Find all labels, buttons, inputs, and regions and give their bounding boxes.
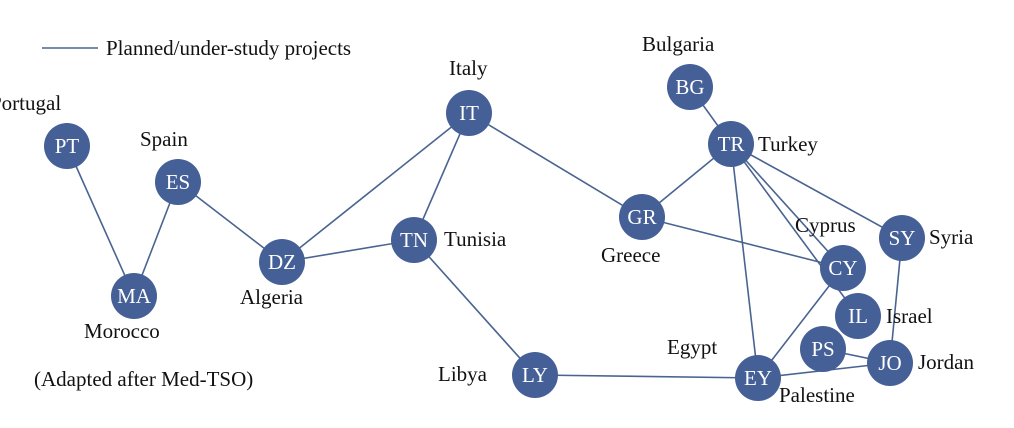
node-ly: LY bbox=[512, 352, 558, 398]
node-name-tn: Tunisia bbox=[444, 227, 507, 251]
node-code: BG bbox=[675, 75, 704, 99]
node-tr: TR bbox=[708, 121, 754, 167]
node-ps: PS bbox=[800, 326, 846, 372]
node-name-il: Israel bbox=[886, 304, 933, 328]
node-code: CY bbox=[828, 256, 857, 280]
node-sy: SY bbox=[879, 215, 925, 261]
node-name-ps: Palestine bbox=[779, 383, 855, 407]
edge-tr-sy bbox=[730, 143, 903, 239]
node-code: IT bbox=[459, 101, 479, 125]
edge-it-gr bbox=[468, 112, 643, 218]
node-name-cy: Cyprus bbox=[795, 213, 856, 237]
node-circle bbox=[820, 245, 866, 291]
node-code: TN bbox=[400, 228, 428, 252]
node-circle bbox=[446, 90, 492, 136]
node-circle bbox=[512, 352, 558, 398]
node-name-ma: Morocco bbox=[84, 319, 160, 343]
node-circle bbox=[259, 239, 305, 285]
node-code: PT bbox=[55, 134, 80, 158]
node-circle bbox=[391, 217, 437, 263]
node-code: EY bbox=[744, 366, 772, 390]
node-code: JO bbox=[878, 351, 901, 375]
node-code: TR bbox=[718, 132, 745, 156]
node-pt: PT bbox=[44, 123, 90, 169]
node-circle bbox=[619, 194, 665, 240]
edge-pt-ma bbox=[66, 145, 135, 297]
node-name-ly: Libya bbox=[438, 362, 488, 386]
node-it: IT bbox=[446, 90, 492, 136]
edge-tr-cy bbox=[730, 143, 844, 269]
node-code: DZ bbox=[268, 250, 296, 274]
edge-tr-ey bbox=[730, 143, 759, 379]
node-circle bbox=[735, 355, 781, 401]
node-name-sy: Syria bbox=[929, 225, 974, 249]
node-circle bbox=[44, 123, 90, 169]
node-circle bbox=[879, 215, 925, 261]
node-name-jo: Jordan bbox=[918, 350, 974, 374]
node-circle bbox=[111, 273, 157, 319]
node-circle bbox=[155, 159, 201, 205]
node-circle bbox=[867, 340, 913, 386]
node-name-ey: Egypt bbox=[667, 335, 717, 359]
node-dz: DZ bbox=[259, 239, 305, 285]
node-circle bbox=[708, 121, 754, 167]
node-ma: MA bbox=[111, 273, 157, 319]
node-code: ES bbox=[166, 170, 191, 194]
node-name-it: Italy bbox=[449, 56, 488, 80]
node-es: ES bbox=[155, 159, 201, 205]
node-name-dz: Algeria bbox=[240, 285, 304, 309]
node-name-pt: Portugal bbox=[0, 91, 61, 115]
node-name-bg: Bulgaria bbox=[642, 32, 715, 56]
labels-layer: PortugalSpainMorocco Algeria ItalyTunisiaL… bbox=[0, 32, 974, 407]
node-gr: GR bbox=[619, 194, 665, 240]
node-code: PS bbox=[811, 337, 834, 361]
node-bg: BG bbox=[667, 64, 713, 110]
node-circle bbox=[667, 64, 713, 110]
nodes-layer: PT ES MA DZ IT TN LY GR BG TR SY CY IL PS JO EY bbox=[44, 64, 925, 401]
node-tn: TN bbox=[391, 217, 437, 263]
node-name-es: Spain bbox=[140, 127, 188, 151]
node-name-tr: Turkey bbox=[758, 132, 818, 156]
edge-dz-it bbox=[281, 112, 470, 263]
node-name-gr: Greece bbox=[601, 243, 660, 267]
node-code: LY bbox=[522, 363, 548, 387]
node-code: MA bbox=[117, 284, 152, 308]
edge-it-tn bbox=[413, 112, 470, 241]
node-jo: JO bbox=[867, 340, 913, 386]
node-code: IL bbox=[848, 304, 868, 328]
node-circle bbox=[800, 326, 846, 372]
legend-label: Planned/under-study projects bbox=[106, 36, 351, 60]
node-code: GR bbox=[627, 205, 656, 229]
node-ey: EY bbox=[735, 355, 781, 401]
edge-tn-ly bbox=[413, 239, 536, 376]
edge-cy-ey bbox=[757, 267, 844, 379]
node-circle bbox=[835, 293, 881, 339]
node-il: IL bbox=[835, 293, 881, 339]
edge-ly-ey bbox=[534, 374, 759, 379]
node-cy: CY bbox=[820, 245, 866, 291]
node-code: SY bbox=[889, 226, 916, 250]
source-note: (Adapted after Med-TSO) bbox=[34, 367, 253, 391]
